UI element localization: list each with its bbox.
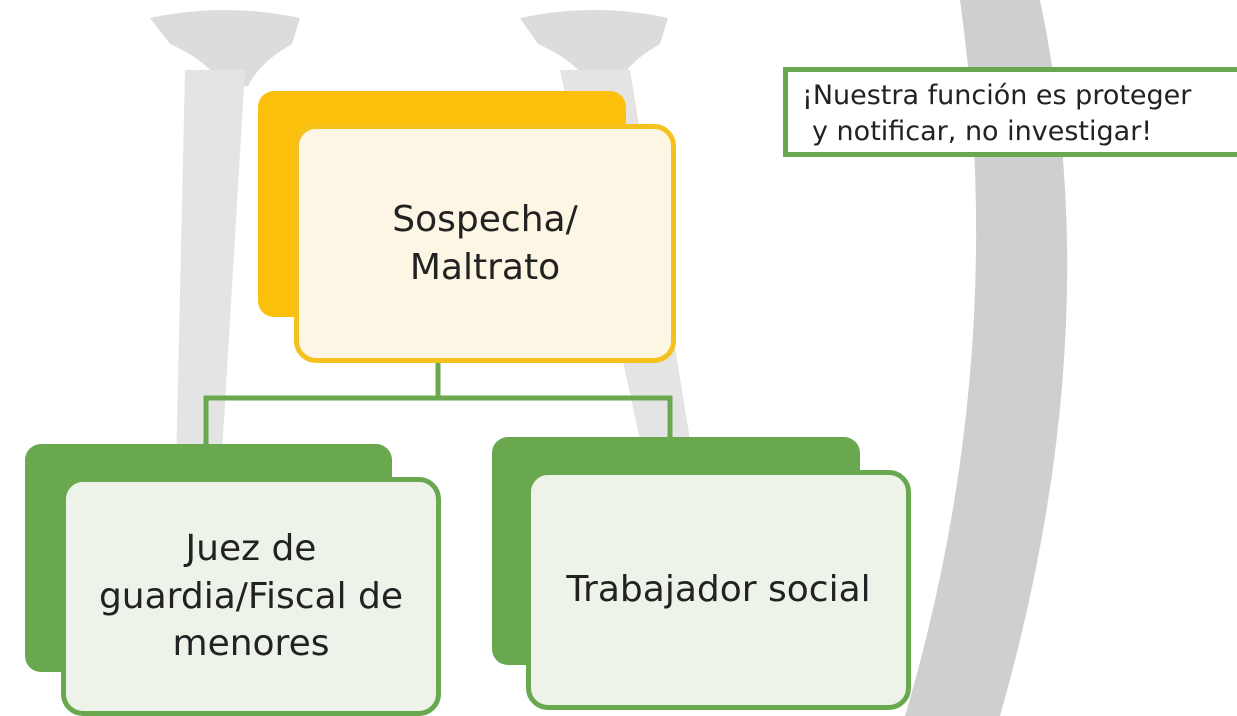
node-child-left-front-card: Juez de guardia/Fiscal de menores — [61, 477, 441, 716]
node-root: Sospecha/ Maltrato — [258, 91, 676, 363]
node-child-left-label-line-1: Juez de — [185, 527, 317, 569]
watermark-column-capital-right — [520, 10, 668, 86]
node-child-right-label-line-1: Trabajador social — [566, 569, 871, 611]
node-root-label-line-2: Maltrato — [409, 246, 561, 288]
node-child-left-label-line-2: guardia/Fiscal de — [98, 575, 404, 617]
watermark-column-capital-left — [150, 10, 300, 86]
node-child-left-label: Juez de guardia/Fiscal de menores — [99, 525, 403, 669]
watermark-arc — [905, 0, 1068, 716]
node-root-label-line-1: Sospecha/ — [392, 198, 578, 240]
node-child-left: Juez de guardia/Fiscal de menores — [25, 444, 441, 716]
note-line-1: ¡Nuestra función es proteger — [802, 80, 1192, 111]
node-child-right-label: Trabajador social — [566, 566, 870, 614]
node-child-right-front-card: Trabajador social — [526, 470, 911, 710]
node-child-right: Trabajador social — [492, 437, 911, 712]
node-child-left-label-line-3: menores — [172, 623, 330, 665]
node-root-label: Sospecha/ Maltrato — [392, 196, 577, 292]
note-box: ¡Nuestra función es proteger y notificar… — [783, 67, 1237, 157]
note-line-2: y notificar, no investigar! — [812, 116, 1153, 147]
node-root-front-card: Sospecha/ Maltrato — [294, 124, 676, 363]
